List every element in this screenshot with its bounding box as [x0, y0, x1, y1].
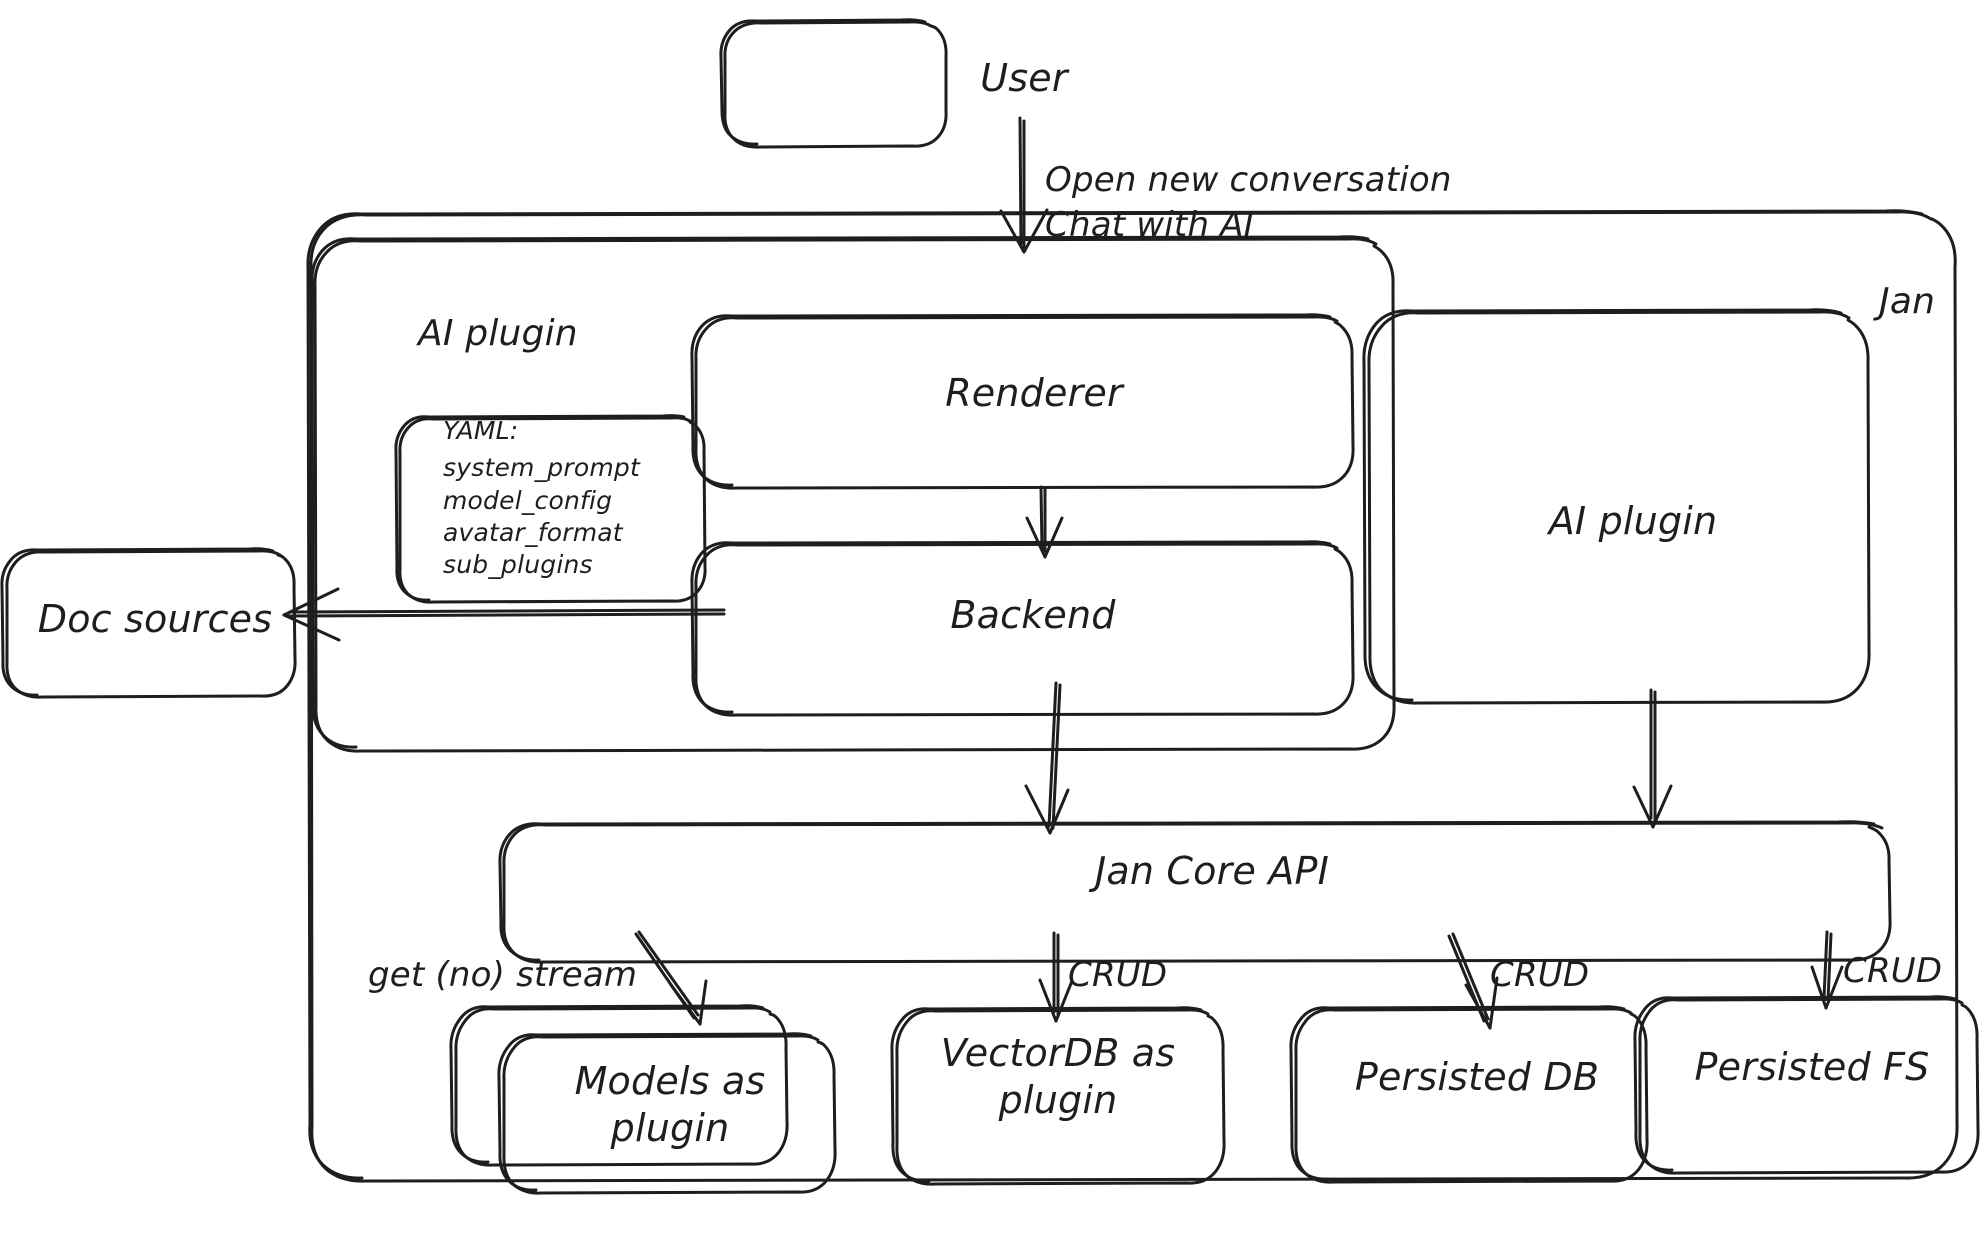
- ai-plugin-group-label: AI plugin: [418, 313, 578, 354]
- persisted-db-label: Persisted DB: [1354, 1055, 1600, 1100]
- doc-sources-label: Doc sources: [37, 597, 273, 642]
- renderer-label: Renderer: [945, 371, 1123, 416]
- edge-user-to-renderer-line1: Open new conversation: [1045, 160, 1452, 200]
- arrow-renderer-to-backend: [1025, 485, 1064, 559]
- vectordb-plugin-box[interactable]: [890, 1006, 1226, 1186]
- edge-user-to-renderer-line2: Chat with AI: [1045, 205, 1254, 245]
- models-plugin-label-line1: Models as: [574, 1059, 766, 1104]
- edge-core-to-persisted-fs-label: CRUD: [1843, 951, 1943, 991]
- vectordb-plugin-label-line1: VectorDB as: [940, 1031, 1176, 1076]
- arrow-core-to-models: [634, 930, 708, 1026]
- ai-plugin-right-box[interactable]: [1362, 308, 1871, 705]
- yaml-item-sub-plugins: sub_plugins: [443, 550, 593, 579]
- arrow-backend-to-core: [1024, 681, 1070, 835]
- ai-plugin-right-label: AI plugin: [1548, 499, 1718, 544]
- persisted-db-box[interactable]: [1289, 1005, 1649, 1184]
- doc-sources-box[interactable]: [0, 547, 297, 699]
- ai-plugin-group-box[interactable]: [310, 235, 1396, 753]
- arrow-ai-plugin-to-core: [1632, 688, 1673, 829]
- persisted-fs-box[interactable]: [1633, 995, 1980, 1175]
- edge-core-to-persisted-db-label: CRUD: [1490, 955, 1590, 995]
- arrow-core-to-persisted-fs: [1810, 930, 1844, 1010]
- arrow-core-to-vectordb: [1038, 931, 1074, 1023]
- persisted-fs-label: Persisted FS: [1694, 1045, 1930, 1090]
- backend-label: Backend: [950, 593, 1116, 638]
- jan-core-api-box[interactable]: [498, 820, 1892, 964]
- edge-core-to-models-label: get (no) stream: [368, 955, 638, 995]
- yaml-item-system-prompt: system_prompt: [443, 453, 640, 482]
- renderer-box[interactable]: [690, 313, 1355, 490]
- yaml-item-model-config: model_config: [443, 486, 613, 515]
- yaml-box[interactable]: [394, 414, 707, 604]
- yaml-heading: YAML:: [443, 416, 519, 445]
- user-label: User: [980, 56, 1068, 101]
- models-plugin-label-line2: plugin: [610, 1106, 730, 1151]
- edge-core-to-vectordb-label: CRUD: [1068, 955, 1168, 995]
- arrow-user-to-renderer: [999, 116, 1049, 254]
- arrow-backend-to-doc-sources: [282, 587, 726, 642]
- jan-container-box[interactable]: [306, 209, 1959, 1183]
- vectordb-plugin-label-line2: plugin: [998, 1078, 1118, 1123]
- jan-core-api-label: Jan Core API: [1094, 849, 1330, 894]
- yaml-item-avatar-format: avatar_format: [443, 518, 623, 547]
- backend-box[interactable]: [690, 540, 1355, 717]
- user-box[interactable]: [719, 18, 948, 149]
- jan-container-label: Jan: [1879, 281, 1936, 322]
- models-plugin-box[interactable]: [497, 1032, 837, 1195]
